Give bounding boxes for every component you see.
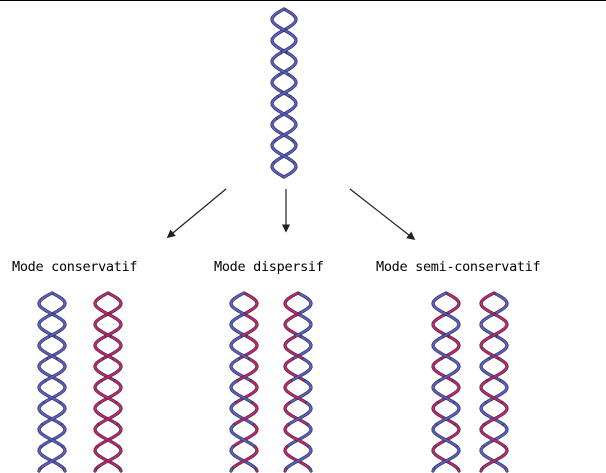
semi-helix-1 (433, 293, 459, 471)
dispersif-helix-1 (231, 293, 257, 471)
mode-conservatif-label: Mode conservatif (12, 259, 137, 275)
conservatif-helix-2 (95, 293, 121, 471)
strand-segment (231, 293, 246, 315)
strand-segment (285, 469, 286, 471)
strand-segment (39, 293, 54, 315)
mode-dispersif-label: Mode dispersif (214, 259, 324, 275)
strand-segment (506, 469, 507, 471)
mode-semi-conservatif-label: Mode semi-conservatif (376, 259, 540, 275)
strand-segment (120, 469, 121, 471)
dispersif-helix-2 (285, 293, 311, 471)
arrow-semi-conservatif (350, 189, 414, 239)
strand-segment (106, 293, 121, 315)
strand-segment (310, 469, 311, 471)
strand-segment (296, 293, 311, 315)
strand-segment (282, 9, 296, 31)
semi-helix-2 (481, 293, 507, 471)
strand-segment (433, 469, 434, 471)
strand-segment (272, 9, 286, 31)
parent-helix (272, 9, 296, 177)
strand-segment (492, 293, 507, 315)
strand-segment (481, 293, 496, 315)
strand-segment (444, 293, 459, 315)
strand-segment (95, 469, 96, 471)
strand-segment (50, 293, 65, 315)
strand-segment (231, 469, 232, 471)
strand-segment (285, 293, 300, 315)
strand-segment (242, 293, 257, 315)
strand-segment (481, 469, 482, 471)
strand-segment (433, 293, 448, 315)
strand-segment (39, 469, 40, 471)
strand-segment (95, 293, 110, 315)
strand-segment (458, 469, 459, 471)
strand-segment (64, 469, 65, 471)
strand-segment (256, 469, 257, 471)
conservatif-helix-1 (39, 293, 65, 471)
arrow-conservatif (168, 189, 226, 237)
